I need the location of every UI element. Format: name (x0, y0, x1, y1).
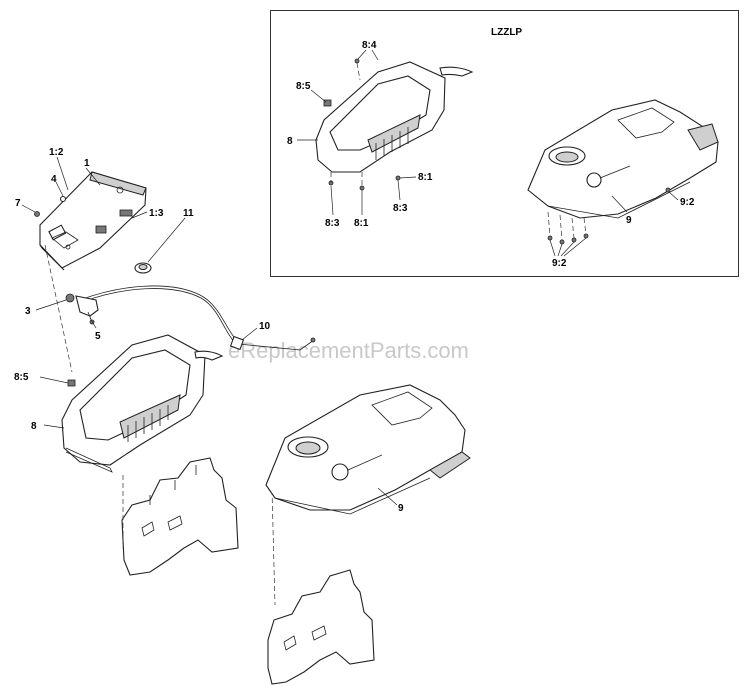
label-1-2: 1:2 (49, 147, 64, 158)
inset-label-8: 8 (287, 136, 293, 147)
label-11: 11 (183, 208, 194, 219)
label-1-3: 1:3 (149, 208, 164, 219)
inset-label-8-1b: 8:1 (354, 218, 369, 229)
throttle-cable (65, 285, 316, 351)
label-7: 7 (15, 198, 21, 209)
heat-shield-lower (267, 569, 375, 685)
inset-screws-9-2 (547, 187, 671, 245)
tank-cover (265, 384, 471, 515)
label-9: 9 (398, 503, 404, 514)
inset-label-8-3b: 8:3 (393, 203, 408, 214)
label-4: 4 (51, 174, 57, 185)
label-8: 8 (31, 421, 37, 432)
label-10: 10 (259, 321, 271, 332)
inset-label-8-5: 8:5 (296, 81, 311, 92)
inset-fuel-tank (315, 58, 474, 191)
watermark: eReplacementParts.com (228, 338, 469, 363)
inset-leaders (297, 49, 679, 257)
inset-label-9-2b: 9:2 (552, 258, 567, 269)
inset-label-9-2a: 9:2 (680, 197, 695, 208)
control-bracket (39, 171, 147, 271)
grommet-11 (134, 262, 152, 274)
label-8-5: 8:5 (14, 372, 29, 383)
inset-label-8-4: 8:4 (362, 40, 377, 51)
heat-shield-main (121, 457, 239, 576)
screw-7 (34, 211, 40, 217)
washer-4 (59, 195, 67, 203)
label-5: 5 (95, 331, 101, 342)
inset-title: LZZLP (491, 27, 522, 38)
inset-frame (270, 10, 739, 277)
main-leaders (21, 156, 398, 506)
label-3: 3 (25, 306, 31, 317)
inset-tank-cover (527, 99, 719, 219)
label-1: 1 (84, 158, 90, 169)
fuel-tank (61, 334, 224, 473)
inset-label-8-1a: 8:1 (418, 172, 433, 183)
inset-label-8-3a: 8:3 (325, 218, 340, 229)
inset-label-9: 9 (626, 215, 632, 226)
